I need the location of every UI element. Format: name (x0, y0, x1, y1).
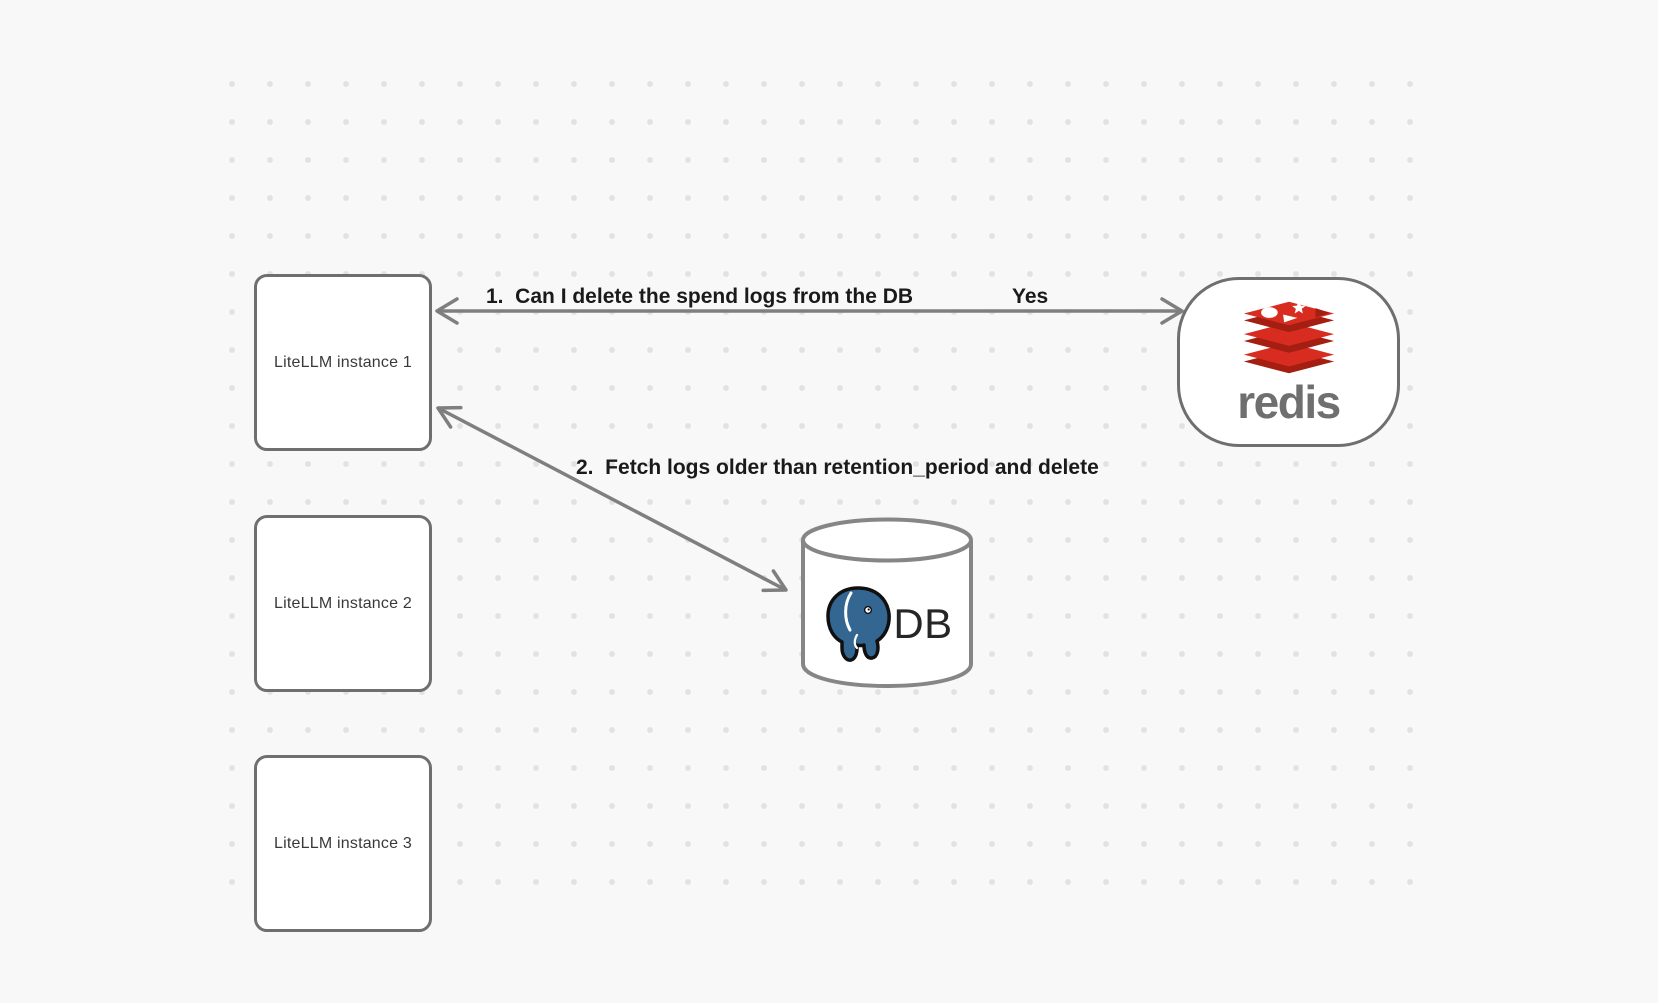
node-litellm-instance-2[interactable]: LiteLLM instance 2 (254, 515, 432, 692)
db-node-content: DB (798, 574, 976, 674)
edge-2-label[interactable]: 2. Fetch logs older than retention_perio… (576, 456, 1099, 479)
node-litellm-instance-1[interactable]: LiteLLM instance 1 (254, 274, 432, 451)
node-litellm-instance-3[interactable]: LiteLLM instance 3 (254, 755, 432, 932)
node-db-cylinder[interactable]: DB (798, 516, 976, 688)
redis-wordmark: redis (1237, 375, 1341, 428)
postgresql-elephant-icon (826, 586, 892, 662)
node-label: LiteLLM instance 1 (274, 353, 412, 371)
redis-stack-icon (1243, 300, 1334, 373)
edge-1-label[interactable]: 1. Can I delete the spend logs from the … (486, 285, 914, 308)
node-label: LiteLLM instance 3 (274, 834, 412, 852)
node-label: LiteLLM instance 2 (274, 594, 412, 612)
node-redis[interactable]: redis (1177, 277, 1400, 447)
edge-1-reply-label[interactable]: Yes (1012, 285, 1049, 308)
db-label: DB (893, 600, 953, 647)
